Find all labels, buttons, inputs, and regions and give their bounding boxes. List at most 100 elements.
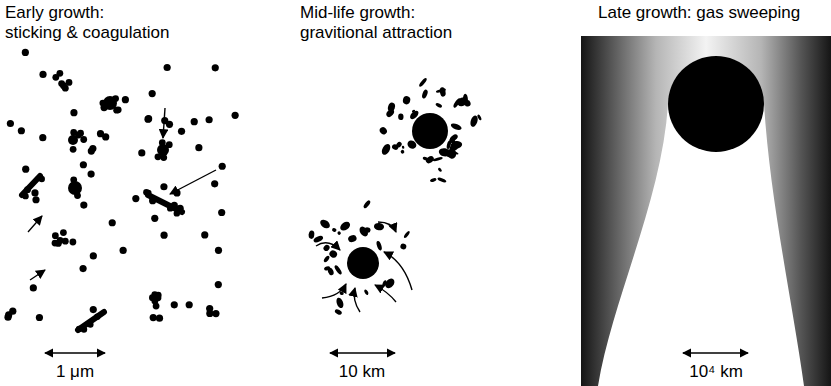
dust-grain xyxy=(186,301,193,308)
dust-grain xyxy=(75,132,82,139)
planetesimal xyxy=(339,220,352,232)
dust-grain xyxy=(74,192,81,199)
dust-grain xyxy=(79,265,86,272)
planetesimal xyxy=(334,308,343,316)
dust-grain xyxy=(218,209,225,216)
dust-grain xyxy=(164,64,171,71)
planetesimal xyxy=(452,97,461,108)
planetesimal xyxy=(450,122,463,131)
dust-grain xyxy=(32,196,39,203)
dust-grain xyxy=(70,176,77,183)
dust-grain xyxy=(122,96,129,103)
dust-grain xyxy=(22,49,29,56)
planetesimal xyxy=(411,109,415,113)
planetesimal xyxy=(308,230,315,239)
title-line: sticking & coagulation xyxy=(5,23,169,42)
dust-grain xyxy=(80,161,87,168)
planetesimal xyxy=(391,143,399,150)
dust-grain xyxy=(36,314,43,321)
dust-grain xyxy=(39,71,46,78)
planetesimal xyxy=(378,126,388,136)
panel-title: Early growth: sticking & coagulation xyxy=(5,3,245,43)
motion-arrow xyxy=(378,222,396,232)
dust-grain xyxy=(138,149,145,156)
motion-arrow xyxy=(170,170,216,194)
planetesimal xyxy=(333,264,342,275)
scale-bars xyxy=(45,353,748,354)
planetesimal xyxy=(362,199,371,209)
dust-grain xyxy=(30,284,37,291)
planetesimal xyxy=(319,218,332,230)
dust-grain xyxy=(160,154,167,161)
motion-arrow xyxy=(30,270,45,280)
scale-label: 10 km xyxy=(339,362,385,382)
dust-grain xyxy=(24,187,30,193)
dust-grain xyxy=(68,181,82,195)
dust-grain xyxy=(160,232,167,239)
dust-grain xyxy=(178,128,185,135)
planetesimal xyxy=(337,231,342,236)
planetesimal xyxy=(430,177,437,182)
dust-grain xyxy=(167,205,173,211)
dust-grain xyxy=(70,146,77,153)
planetesimal xyxy=(437,177,447,184)
planetesimal xyxy=(364,227,371,233)
dust-grain xyxy=(150,314,157,321)
dust-grain xyxy=(113,107,120,114)
motion-arrow xyxy=(322,284,346,298)
planetesimal xyxy=(400,243,407,250)
dust-aggregate xyxy=(148,195,182,212)
planetesimal xyxy=(323,255,331,263)
planetesimal xyxy=(403,230,411,239)
dust-panel xyxy=(4,49,238,333)
protoplanet xyxy=(412,113,448,149)
dust-grain xyxy=(156,315,163,322)
motion-arrow xyxy=(28,216,42,232)
dust-grain xyxy=(87,170,94,177)
panel-title: Mid-life growth: gravitional attraction xyxy=(300,3,540,43)
planetesimal xyxy=(363,289,369,296)
dust-grain xyxy=(24,186,30,192)
dust-grain xyxy=(171,301,178,308)
gas-gradient xyxy=(581,36,831,386)
scale-arrow xyxy=(330,352,395,353)
dust-grain xyxy=(94,313,100,319)
dust-grain xyxy=(145,190,151,196)
planetesimal xyxy=(328,249,338,259)
dust-grain xyxy=(90,252,97,259)
dust-grain xyxy=(149,90,156,97)
dust-grain xyxy=(9,308,16,315)
dust-grain xyxy=(219,163,226,170)
planetesimal xyxy=(376,240,383,251)
dust-grain xyxy=(99,100,106,107)
scale-label: 10⁴ km xyxy=(689,362,743,382)
planetesimal xyxy=(347,234,357,243)
planetesimal xyxy=(387,102,396,113)
dust-grain xyxy=(31,189,38,196)
dust-grain xyxy=(60,229,67,236)
dust-grain xyxy=(215,281,222,288)
panel-title: Late growth: gas sweeping xyxy=(598,3,826,23)
dust-grain xyxy=(66,79,73,86)
planetesimal xyxy=(324,266,331,271)
dust-grain xyxy=(201,231,208,238)
dust-grain xyxy=(18,127,25,134)
motion-arrow xyxy=(163,108,165,138)
dust-grain xyxy=(151,215,158,222)
planetesimal xyxy=(446,153,454,158)
planetesimal xyxy=(418,77,428,87)
dust-grain xyxy=(39,134,46,141)
dust-grain xyxy=(132,195,139,202)
dust-grain xyxy=(144,116,151,123)
dust-grain xyxy=(39,176,45,182)
planetesimal xyxy=(335,297,345,309)
planetesimal xyxy=(435,102,443,108)
planetesimal xyxy=(398,113,403,120)
dust-grain xyxy=(160,183,167,190)
protoplanet xyxy=(347,247,379,279)
dust-grain xyxy=(195,144,202,151)
dust-grain xyxy=(97,130,104,137)
scale-arrow xyxy=(45,352,105,353)
title-line: gravitional attraction xyxy=(300,23,452,42)
